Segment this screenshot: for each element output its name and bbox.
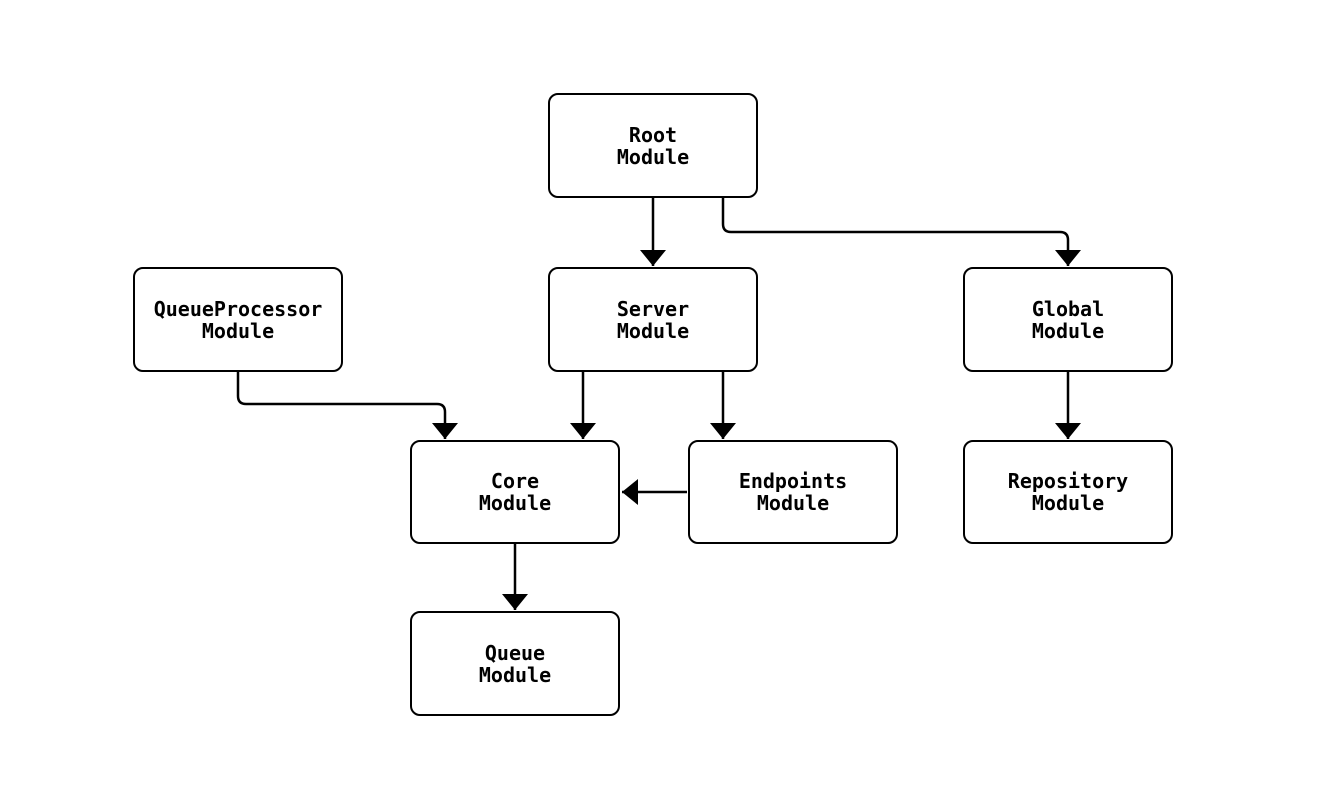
node-label-line2: Module bbox=[616, 144, 690, 169]
node-label-line1: Root bbox=[628, 122, 678, 147]
node-label-line1: Queue bbox=[484, 640, 546, 665]
node-label-line1: Endpoints bbox=[738, 469, 848, 493]
node-repository-module: Repository Module bbox=[963, 440, 1173, 544]
node-label-line1: Global bbox=[1031, 296, 1105, 321]
node-queue-module: Queue Module bbox=[410, 611, 620, 716]
node-root-module: Root Module bbox=[548, 93, 758, 198]
node-label-line1: QueueProcessor bbox=[153, 296, 323, 321]
node-endpoints-module: Endpoints Module bbox=[688, 440, 898, 544]
node-label-line2: Module bbox=[756, 491, 830, 515]
node-queueprocessor-module: QueueProcessor Module bbox=[133, 267, 343, 372]
node-label-line2: Module bbox=[616, 318, 690, 343]
node-label-line1: Repository bbox=[1007, 469, 1129, 493]
edge-root-to-global bbox=[721, 198, 1081, 266]
node-label-line1: Core bbox=[490, 469, 540, 493]
node-global-module: Global Module bbox=[963, 267, 1173, 372]
node-label-line2: Module bbox=[201, 318, 275, 343]
node-server-module: Server Module bbox=[548, 267, 758, 372]
node-label-line2: Module bbox=[478, 662, 552, 687]
node-label-line2: Module bbox=[1031, 491, 1105, 515]
edge-queueprocessor-to-core bbox=[236, 372, 458, 439]
node-label-line2: Module bbox=[1031, 318, 1105, 343]
node-label-line2: Module bbox=[478, 491, 552, 515]
node-label-line1: Server bbox=[616, 296, 690, 321]
node-core-module: Core Module bbox=[410, 440, 620, 544]
